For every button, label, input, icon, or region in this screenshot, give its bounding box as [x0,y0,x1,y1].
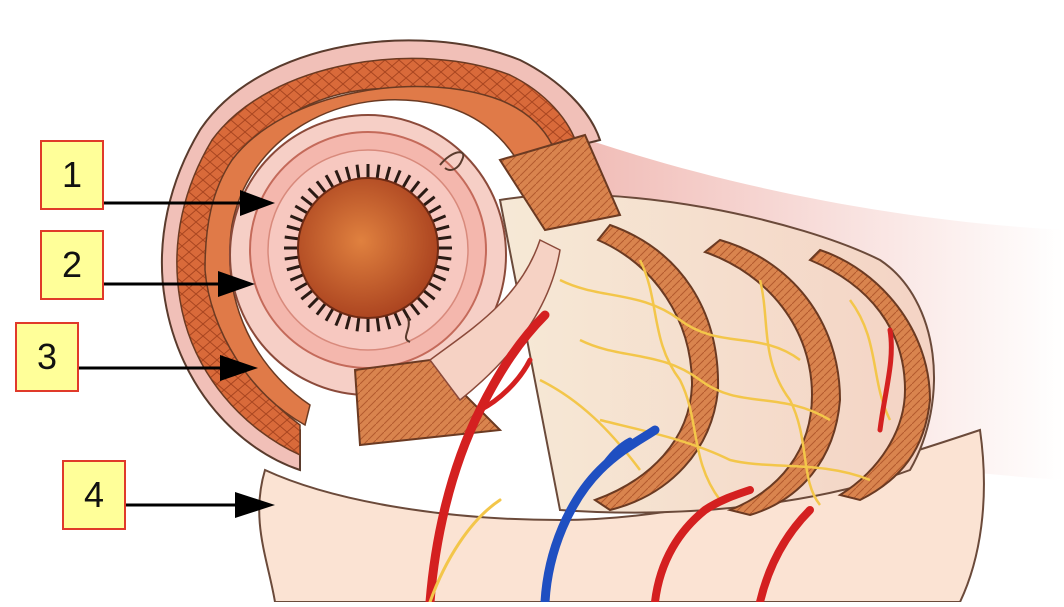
label-4: 4 [62,460,126,530]
label-1-text: 1 [62,154,82,196]
label-2-text: 2 [62,244,82,286]
label-2: 2 [40,230,104,300]
label-4-text: 4 [84,474,104,516]
villus [285,257,299,259]
villus [437,257,451,259]
villus [357,317,359,331]
lumen-contents [298,178,438,318]
label-3: 3 [15,322,79,392]
villus [377,165,379,179]
villus [437,237,451,239]
label-3-text: 3 [37,336,57,378]
villus [285,237,299,239]
label-1: 1 [40,140,104,210]
villus [377,317,379,331]
villus [357,165,359,179]
